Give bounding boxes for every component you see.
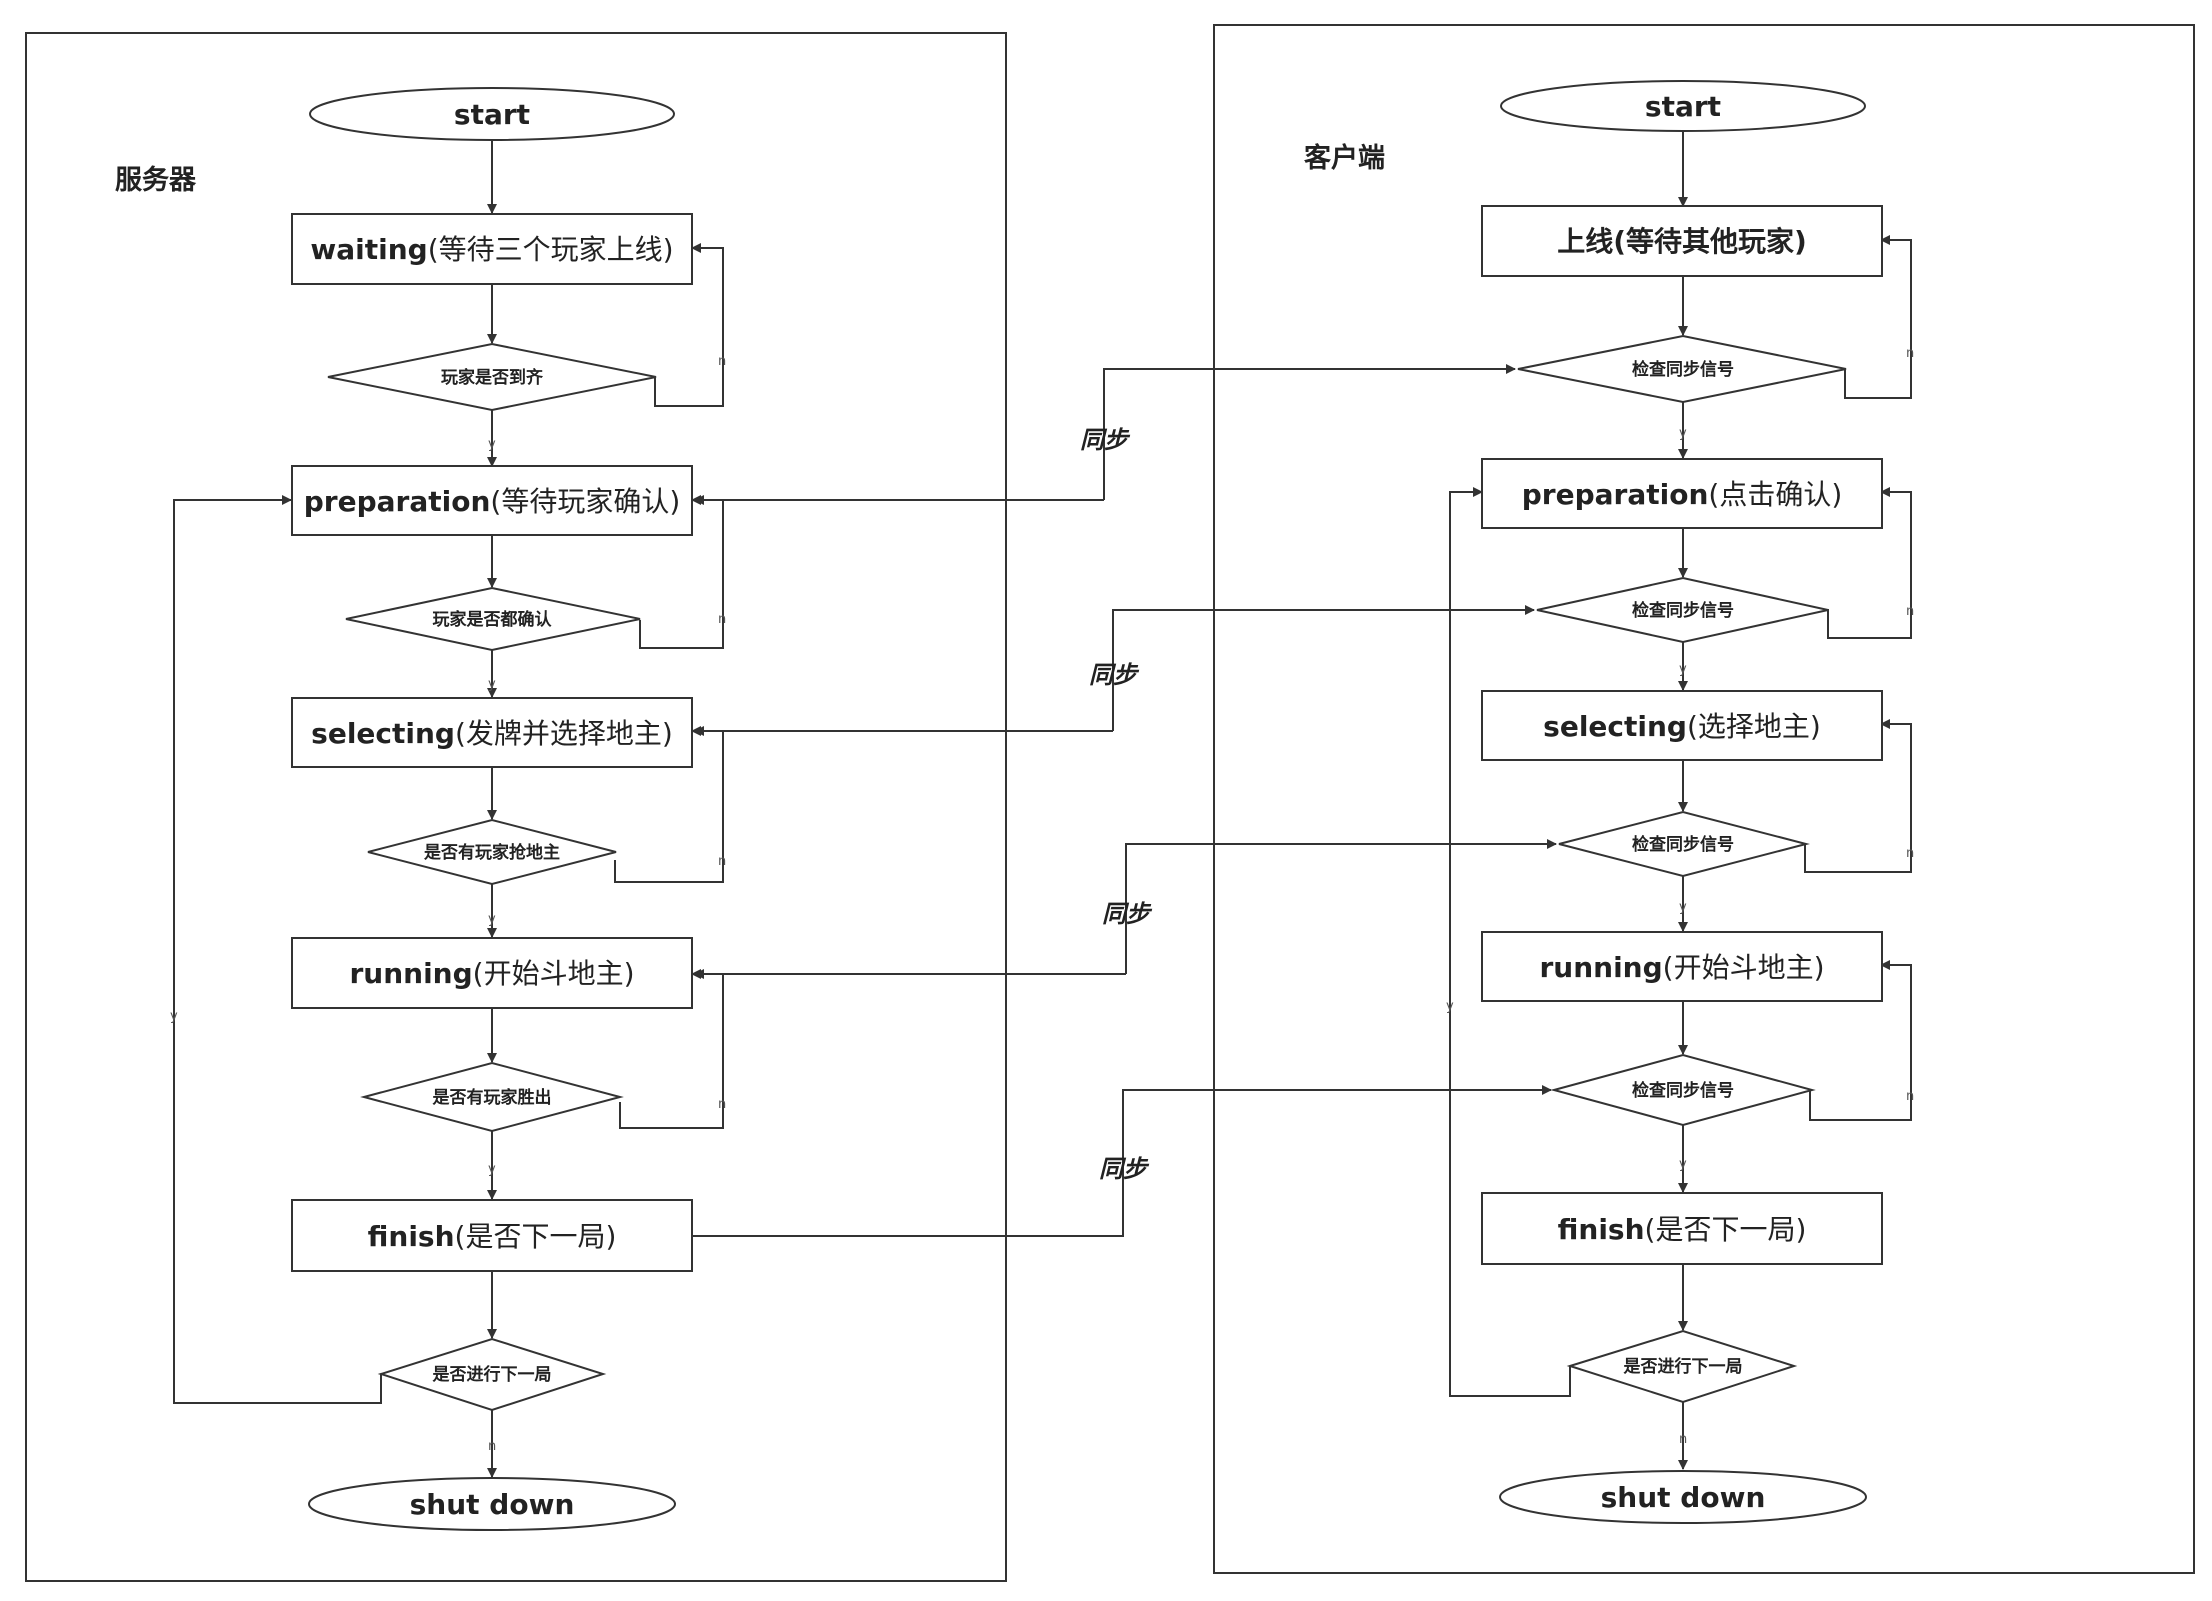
server-decision-winner [360,1061,624,1133]
client-title: 客户端 [1304,142,1385,174]
label-yes: y [488,677,496,692]
client-check-sync-3-label: 检查同步信号 [1632,834,1734,855]
server-shutdown [308,1477,676,1531]
client-decision-next-round [1566,1329,1798,1404]
server-start-label: start [454,98,530,131]
client-online-box [1481,205,1883,277]
client-decision-next-round-label: 是否进行下一局 [1624,1356,1743,1377]
client-check-sync-4-label: 检查同步信号 [1632,1080,1734,1101]
server-decision-grab-landlord [367,818,617,886]
client-selecting-box [1481,690,1883,761]
server-running-box [291,937,693,1009]
label-no: n [1906,846,1914,861]
label-no: n [488,1439,496,1454]
sync-label-2: 同步 [1089,661,1140,689]
server-preparation-box [291,465,693,536]
label-no: n [718,854,726,869]
server-title: 服务器 [115,165,197,196]
sync-label-4: 同步 [1099,1155,1150,1183]
server-panel [25,32,1007,1582]
server-waiting-label: waiting(等待三个玩家上线) [310,233,673,266]
server-waiting-box [291,213,693,285]
server-selecting-label: selecting(发牌并选择地主) [311,717,673,750]
client-check-sync-2 [1536,576,1829,644]
client-check-sync-1-label: 检查同步信号 [1632,359,1734,380]
label-no: n [1906,346,1914,361]
server-decision-next-round [377,1337,607,1412]
server-decision-all-present [327,342,657,412]
label-no: n [718,612,726,627]
label-yes: y [1679,426,1687,441]
client-running-label: running(开始斗地主) [1539,951,1824,984]
label-yes: y [170,1009,178,1024]
label-no: n [1679,1432,1687,1447]
label-yes: y [1679,662,1687,677]
client-selecting-label: selecting(选择地主) [1543,710,1821,743]
client-shutdown [1499,1470,1867,1524]
label-yes: y [1679,1157,1687,1172]
client-preparation-label: preparation(点击确认) [1522,478,1843,511]
label-yes: y [488,1162,496,1177]
server-start [309,87,675,141]
client-check-sync-4 [1550,1053,1816,1127]
client-check-sync-1 [1517,334,1847,404]
client-finish-label: finish(是否下一局) [1558,1213,1807,1246]
label-yes: y [1446,999,1454,1014]
server-preparation-label: preparation(等待玩家确认) [304,485,681,518]
server-selecting-box [291,697,693,768]
label-no: n [718,1097,726,1112]
client-running-box [1481,931,1883,1002]
server-decision-winner-label: 是否有玩家胜出 [433,1087,552,1108]
client-start [1500,80,1866,132]
label-yes: y [488,912,496,927]
client-shutdown-label: shut down [1601,1481,1766,1514]
client-finish-box [1481,1192,1883,1265]
client-check-sync-3 [1558,810,1810,878]
sync-label-1: 同步 [1080,426,1131,454]
server-decision-grab-landlord-label: 是否有玩家抢地主 [424,842,560,863]
client-check-sync-2-label: 检查同步信号 [1632,600,1734,621]
client-preparation-box [1481,458,1883,529]
server-decision-all-confirmed [345,586,641,652]
server-running-label: running(开始斗地主) [349,957,634,990]
sync-label-3: 同步 [1102,900,1153,928]
client-panel [1213,24,2195,1574]
server-decision-all-confirmed-label: 玩家是否都确认 [433,609,553,630]
client-start-label: start [1645,90,1721,123]
label-yes: y [1679,900,1687,915]
client-online-label: 上线(等待其他玩家) [1557,225,1807,258]
server-decision-all-present-label: 玩家是否到齐 [441,367,544,388]
label-no: n [1906,604,1914,619]
server-decision-next-round-label: 是否进行下一局 [433,1364,552,1385]
label-no: n [1906,1089,1914,1104]
label-yes: y [488,437,496,452]
server-shutdown-label: shut down [410,1488,575,1521]
label-no: n [718,354,726,369]
server-finish-label: finish(是否下一局) [368,1220,617,1253]
